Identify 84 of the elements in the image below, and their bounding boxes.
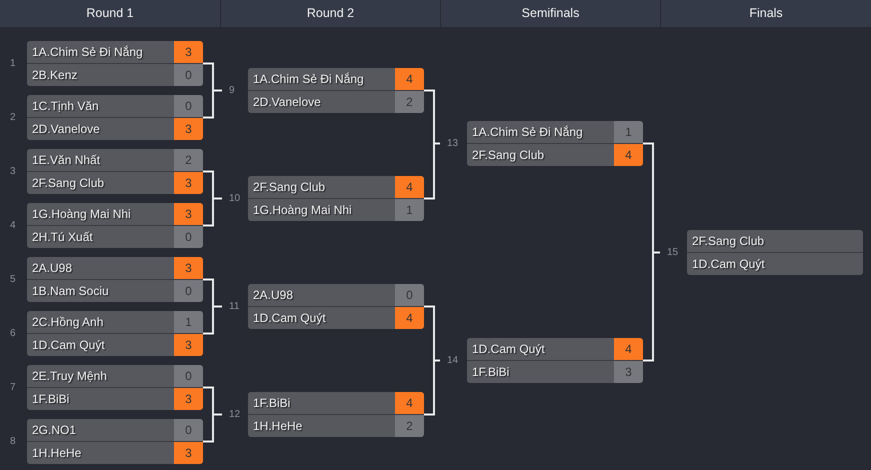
score: 2 xyxy=(395,91,424,113)
team-name: 1D.Cam Quýt xyxy=(467,338,614,360)
team-name: 1A.Chim Sẻ Đi Nắng xyxy=(467,121,614,143)
team-name: 1B.Nam Sociu xyxy=(27,280,174,302)
team-name: 1F.BiBi xyxy=(27,388,174,410)
score: 4 xyxy=(614,338,643,360)
team-name: 1D.Cam Quýt xyxy=(27,334,174,356)
score: 3 xyxy=(174,41,203,63)
score: 4 xyxy=(614,144,643,166)
score: 4 xyxy=(395,68,424,90)
team-name: 1D.Cam Quýt xyxy=(248,307,395,329)
score: 1 xyxy=(174,311,203,333)
score: 3 xyxy=(174,172,203,194)
team-name: 1A.Chim Sẻ Đi Nắng xyxy=(27,41,174,63)
column-header: Semifinals xyxy=(441,0,660,27)
score: 4 xyxy=(395,307,424,329)
team-name: 2D.Vanelove xyxy=(248,91,395,113)
team-name: 1H.HeHe xyxy=(248,415,395,437)
score: 3 xyxy=(174,118,203,140)
team-name: 2F.Sang Club xyxy=(248,176,395,198)
match-number: 4 xyxy=(10,220,16,231)
match-number: 14 xyxy=(447,355,458,366)
match-number: 9 xyxy=(229,85,235,96)
score: 3 xyxy=(614,361,643,383)
score: 2 xyxy=(395,415,424,437)
bracket-connector xyxy=(642,142,661,362)
team-name: 1A.Chim Sẻ Đi Nắng xyxy=(248,68,395,90)
team-name: 1D.Cam Quýt xyxy=(687,253,863,275)
bracket-connector xyxy=(202,386,223,442)
team-name: 1G.Hoàng Mai Nhi xyxy=(27,203,174,225)
team-name: 2F.Sang Club xyxy=(467,144,614,166)
team-name: 2H.Tú Xuất xyxy=(27,226,174,248)
match-number: 13 xyxy=(447,138,458,149)
team-name: 2A.U98 xyxy=(27,257,174,279)
bracket-connector xyxy=(423,90,441,200)
team-name: 2D.Vanelove xyxy=(27,118,174,140)
team-name: 1C.Tịnh Văn xyxy=(27,95,174,117)
score: 1 xyxy=(614,121,643,143)
match-number: 6 xyxy=(10,328,16,339)
column-header: Round 2 xyxy=(221,0,440,27)
team-name: 1H.HeHe xyxy=(27,442,174,464)
score: 3 xyxy=(174,388,203,410)
team-name: 2C.Hồng Anh xyxy=(27,311,174,333)
score: 0 xyxy=(174,419,203,441)
team-name: 2F.Sang Club xyxy=(687,230,863,252)
score: 3 xyxy=(174,257,203,279)
team-name: 2F.Sang Club xyxy=(27,172,174,194)
score: 0 xyxy=(174,64,203,86)
match-number: 7 xyxy=(10,382,16,393)
match-number: 8 xyxy=(10,436,16,447)
score: 0 xyxy=(174,226,203,248)
team-name: 2A.U98 xyxy=(248,284,395,306)
score: 3 xyxy=(174,334,203,356)
column-header: Finals xyxy=(661,0,871,27)
match-number: 15 xyxy=(667,247,678,258)
match-number: 1 xyxy=(10,58,16,69)
match-number: 2 xyxy=(10,112,16,123)
score: 4 xyxy=(395,392,424,414)
score: 4 xyxy=(395,176,424,198)
match-number: 10 xyxy=(229,193,240,204)
score: 0 xyxy=(174,280,203,302)
column-header: Round 1 xyxy=(0,0,220,27)
team-name: 1F.BiBi xyxy=(248,392,395,414)
score: 0 xyxy=(174,95,203,117)
team-name: 2B.Kenz xyxy=(27,64,174,86)
bracket-connector xyxy=(202,62,223,118)
score: 3 xyxy=(174,203,203,225)
team-name: 2G.NO1 xyxy=(27,419,174,441)
score: 3 xyxy=(174,442,203,464)
score: 1 xyxy=(395,199,424,221)
team-name: 1E.Văn Nhất xyxy=(27,149,174,171)
team-name: 1G.Hoàng Mai Nhi xyxy=(248,199,395,221)
match-number: 12 xyxy=(229,409,240,420)
match-number: 5 xyxy=(10,274,16,285)
bracket-connector xyxy=(202,170,223,226)
team-name: 2E.Truy Mệnh xyxy=(27,365,174,387)
team-name: 1F.BiBi xyxy=(467,361,614,383)
match-number: 3 xyxy=(10,166,16,177)
match-number: 11 xyxy=(229,301,240,312)
bracket-connector xyxy=(423,306,441,416)
score: 2 xyxy=(174,149,203,171)
bracket-connector xyxy=(202,278,223,334)
score: 0 xyxy=(395,284,424,306)
score: 0 xyxy=(174,365,203,387)
